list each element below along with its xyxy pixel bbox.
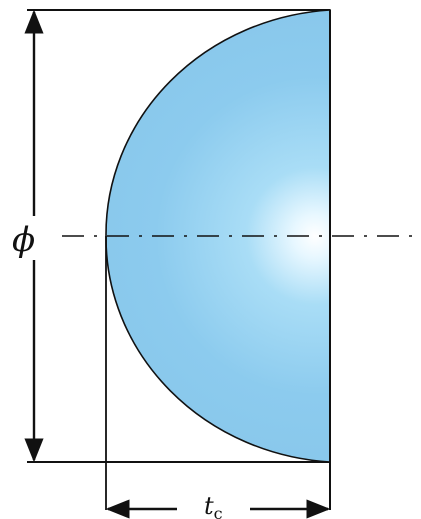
- center-thickness-symbol: t: [204, 492, 214, 519]
- diameter-label-background: [13, 216, 49, 260]
- center-thickness-label: tc: [204, 492, 223, 519]
- diameter-label: ϕ: [12, 220, 35, 260]
- center-thickness-subscript: c: [214, 504, 223, 519]
